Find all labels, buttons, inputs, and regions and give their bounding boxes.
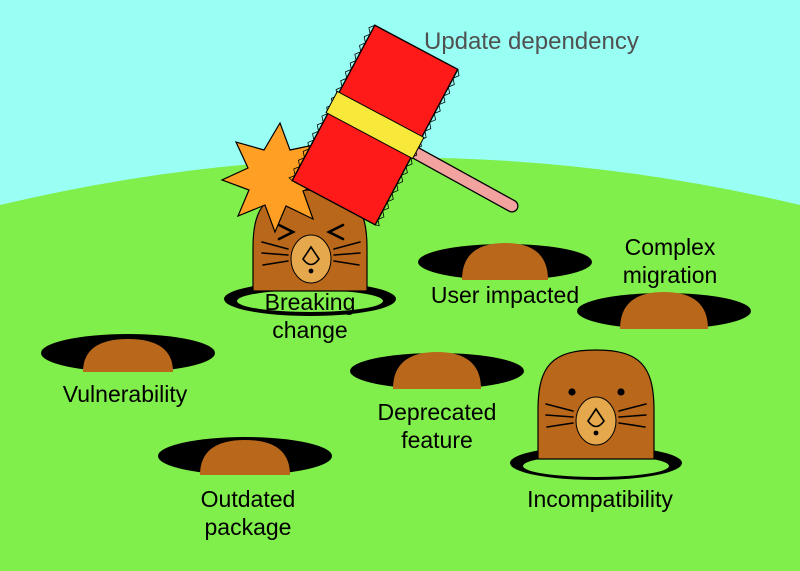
eye-right — [617, 388, 625, 396]
squinting-eyes-icon — [277, 223, 345, 241]
hammer-band — [325, 90, 425, 160]
label-breaking-change: Breaking change — [264, 289, 356, 343]
hammer-icon — [288, 24, 519, 227]
mole-alert — [537, 349, 655, 460]
hole-user-impacted — [418, 243, 592, 280]
label-outdated-package: Outdated package — [200, 486, 296, 540]
whiskers — [545, 403, 647, 428]
snout — [290, 234, 332, 284]
hole-deprecated-feature — [350, 352, 524, 389]
hole-outdated-package — [158, 437, 332, 475]
nose-mouth — [302, 245, 320, 266]
whiskers — [261, 241, 361, 266]
label-user-impacted: User impacted — [430, 282, 580, 308]
diagram-title: Update dependency — [424, 28, 639, 55]
hole-complex-migration — [577, 292, 751, 329]
label-vulnerability: Vulnerability — [62, 381, 188, 407]
label-complex-migration: Complex migration — [622, 234, 718, 288]
label-deprecated-feature: Deprecated feature — [377, 399, 497, 453]
hole-incompatibility — [510, 349, 682, 480]
snout — [575, 396, 617, 446]
label-incompatibility: Incompatibility — [527, 486, 673, 512]
eye-left — [568, 388, 576, 396]
hole-vulnerability — [41, 334, 215, 372]
